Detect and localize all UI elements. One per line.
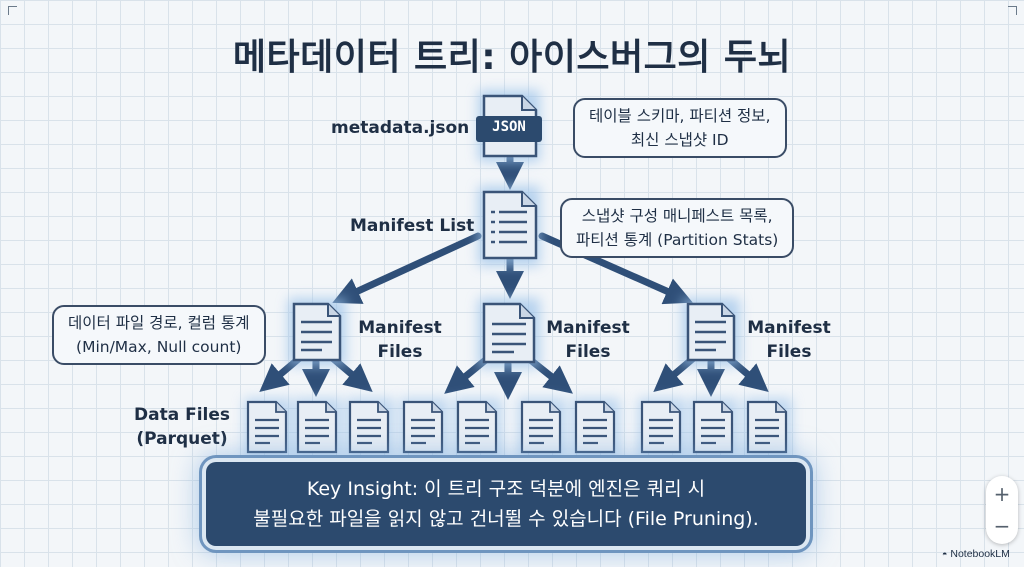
callout-manifest-files: 데이터 파일 경로, 컬럼 통계 (Min/Max, Null count) xyxy=(52,305,266,365)
metadata-json-label: metadata.json xyxy=(331,118,470,138)
key-insight-line1: Key Insight: 이 트리 구조 덕분에 엔진은 쿼리 시 xyxy=(306,478,706,500)
manifest-file-doc-right xyxy=(682,298,740,366)
data-file-doc xyxy=(244,398,292,458)
data-file-doc xyxy=(400,398,448,458)
data-file-doc xyxy=(744,398,792,458)
manifest-files-label-left: Manifest Files xyxy=(358,318,442,362)
data-file-doc xyxy=(294,398,342,458)
data-file-doc xyxy=(572,398,620,458)
data-file-doc xyxy=(518,398,566,458)
brand-name: NotebookLM xyxy=(950,548,1010,560)
corner-mark xyxy=(1008,6,1017,15)
metadata-json-doc xyxy=(476,90,542,162)
manifest-files-label-right: Manifest Files xyxy=(747,318,831,362)
json-badge: JSON xyxy=(492,119,526,135)
data-file-docs xyxy=(244,398,792,458)
key-insight-line2: 불필요한 파일을 읽지 않고 건너뛸 수 있습니다 (File Pruning)… xyxy=(253,508,759,530)
data-file-doc xyxy=(346,398,394,458)
manifest-list-doc xyxy=(478,186,540,266)
data-files-label: Data Files (Parquet) xyxy=(133,405,230,449)
data-file-doc xyxy=(690,398,738,458)
callout-manifest-list: 스냅샷 구성 매니페스트 목록, 파티션 통계 (Partition Stats… xyxy=(560,198,795,258)
manifest-list-label: Manifest List xyxy=(350,216,475,236)
notebooklm-logo-icon: ◓ xyxy=(942,549,948,559)
data-file-doc xyxy=(454,398,502,458)
callout-metadata: 테이블 스키마, 파티션 정보, 최신 스냅샷 ID xyxy=(573,98,787,158)
corner-mark xyxy=(8,6,17,15)
zoom-out-button[interactable]: − xyxy=(993,514,1011,538)
manifest-file-doc-left xyxy=(288,298,346,366)
zoom-control: + − xyxy=(986,476,1018,544)
page-title: 메타데이터 트리: 아이스버그의 두뇌 xyxy=(232,37,792,78)
zoom-in-button[interactable]: + xyxy=(993,482,1011,506)
arrow-list-to-manifest-left xyxy=(332,232,482,304)
manifest-file-doc-center xyxy=(478,298,540,368)
manifest-files-label-center: Manifest Files xyxy=(546,318,630,362)
data-file-doc xyxy=(638,398,686,458)
brand-watermark: ◓ NotebookLM xyxy=(942,548,1010,560)
key-insight-box: Key Insight: 이 트리 구조 덕분에 엔진은 쿼리 시 불필요한 파… xyxy=(206,462,806,546)
